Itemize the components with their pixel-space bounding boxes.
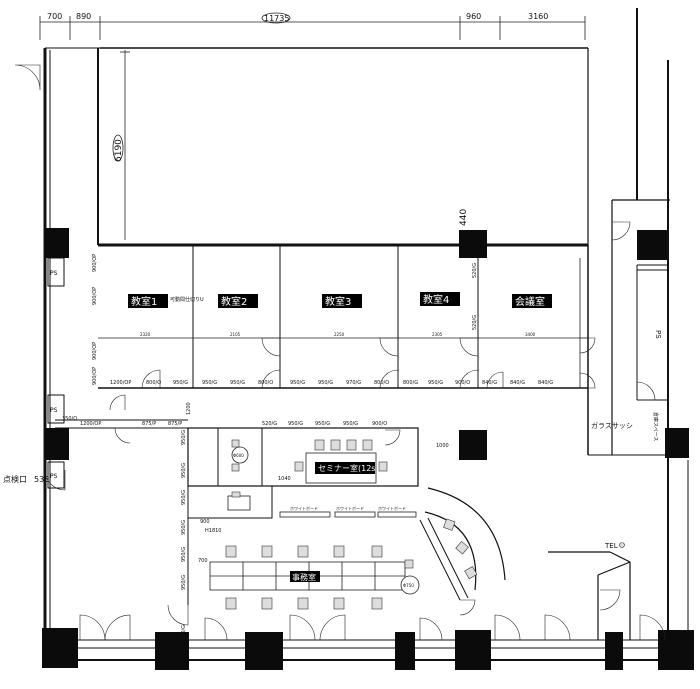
seminar-top-door-1: 520/G: [262, 421, 277, 427]
ps-label-2: PS: [50, 407, 58, 414]
right-labels: ガラスサッシ 倉庫スペース TEL: [591, 412, 659, 550]
seminar-top-door-4: 950/G: [343, 421, 358, 427]
door-label-14: 840/G: [482, 380, 497, 386]
corridor-door-labels: 350/O 1200/OP 875/P 875/P 1200: [62, 402, 192, 427]
columns: [42, 228, 694, 670]
v-door-6: 950/G: [181, 575, 187, 590]
room-side-2: 520/G: [472, 315, 478, 330]
right-room-label: 倉庫スペース: [652, 412, 659, 441]
width-2: 2105: [230, 332, 241, 337]
v-door-1: 950/G: [181, 430, 187, 445]
meeting-room-label: 会議室: [515, 295, 545, 308]
classroom-door-labels: 1200/OP 800/O 950/G 950/G 950/G 800/O 95…: [110, 380, 553, 386]
side-door-3: 900/OP: [92, 342, 98, 360]
dim-6190: 6190: [114, 139, 124, 162]
side-door-2: 900/OP: [92, 287, 98, 305]
vertical-door-labels: 950/G 950/G 950/G 950/G 950/G 950/G 350/…: [181, 430, 187, 640]
door-label-5: 950/G: [230, 380, 245, 386]
door-label-8: 950/G: [318, 380, 333, 386]
top-dimensions: 700 890 11735 960 3160: [39, 12, 586, 40]
walls: [43, 8, 690, 661]
room-side-1: 520/G: [472, 263, 478, 278]
door-label-4: 950/G: [202, 380, 217, 386]
classroom-3-label: 教室3: [325, 295, 351, 308]
width-4: 2305: [432, 332, 443, 337]
classroom-labels: 教室1 教室2 教室3 教室4 会議室 可動間仕切りU: [128, 292, 552, 308]
dim-3160: 3160: [528, 12, 548, 21]
side-door-4: 900/OP: [92, 367, 98, 385]
ps-label-3: PS: [50, 473, 58, 480]
classroom-1-label: 教室1: [131, 295, 157, 308]
corridor-door-1: 350/O: [62, 416, 77, 422]
whiteboard-2: ホワイトボード: [336, 505, 364, 511]
table-600-label: Φ600: [233, 453, 244, 458]
reception-counter: [424, 487, 506, 591]
corridor-door-4: 875/P: [168, 421, 182, 427]
v-door-4: 950/G: [181, 520, 187, 535]
door-label-1: 1200/OP: [110, 380, 131, 386]
door-label-9: 970/G: [346, 380, 361, 386]
side-door-1: 900/OP: [92, 254, 98, 272]
corridor-door-5: 1200: [186, 402, 192, 415]
ps-label-1: PS: [50, 270, 58, 277]
width-3: 2250: [334, 332, 345, 337]
door-label-6: 800/O: [258, 380, 273, 386]
seminar-top-door-2: 950/G: [288, 421, 303, 427]
door-label-10: 800/O: [374, 380, 389, 386]
glass-sash-label: ガラスサッシ: [591, 421, 633, 430]
inspection-port-label: 点検口: [3, 474, 27, 484]
door-label-2: 800/O: [146, 380, 161, 386]
dim-960: 960: [466, 12, 481, 21]
seminar-top-door-5: 900/O: [372, 421, 387, 427]
tel-label: TEL: [604, 542, 618, 550]
office-label: 事務室: [292, 572, 316, 582]
door-label-12: 950/G: [428, 380, 443, 386]
office: 事務室 Φ750 700: [187, 517, 469, 610]
small-room: 900 ホワイトボード ホワイトボード ホワイトボード H1810: [187, 485, 417, 534]
side-door-labels: 900/OP 900/OP 900/OP 900/OP 520/G 520/G: [92, 254, 478, 385]
seminar-room: セミナー室(12s) Φ600 520/G 950/G 950/G 950/G …: [187, 421, 449, 487]
v-door-3: 950/G: [181, 490, 187, 505]
width-5: 3400: [525, 332, 536, 337]
classroom-block: [98, 245, 588, 388]
vertical-dimension: 6190 440: [112, 50, 469, 240]
dim-890: 890: [76, 12, 91, 21]
door-label-13: 900/O: [455, 380, 470, 386]
movable-partition-label: 可動間仕切りU: [170, 296, 204, 303]
width-1: 2320: [140, 332, 151, 337]
dim-440: 440: [459, 209, 469, 226]
classroom-4-label: 教室4: [423, 293, 449, 306]
corridor-door-3: 875/P: [142, 421, 156, 427]
ps-label-4: PS: [654, 330, 662, 339]
v-door-2: 950/G: [181, 463, 187, 478]
door-swings: [14, 64, 666, 641]
classroom-2-label: 教室2: [221, 295, 247, 308]
whiteboard-3: ホワイトボード: [378, 505, 406, 511]
seminar-top-door-3: 950/G: [315, 421, 330, 427]
v-door-5: 950/G: [181, 547, 187, 562]
dim-700: 700: [47, 12, 62, 21]
seminar-dim-1000: 1000: [436, 443, 449, 449]
corridor-door-2: 1200/OP: [80, 421, 101, 427]
door-label-16: 840/G: [538, 380, 553, 386]
inspection-port: 点検口 530: [3, 474, 49, 484]
h1810-label: H1810: [205, 528, 221, 534]
v-door-7: 350/G: [181, 625, 187, 640]
door-label-15: 840/G: [510, 380, 525, 386]
door-label-7: 950/G: [290, 380, 305, 386]
table-750-label: Φ750: [403, 583, 414, 588]
door-label-11: 800/G: [403, 380, 418, 386]
inspection-offset: 530: [34, 475, 49, 484]
small-room-dim: 900: [200, 519, 210, 525]
dim-11735: 11735: [264, 14, 289, 23]
whiteboard-1: ホワイトボード: [290, 505, 318, 511]
office-dim-700: 700: [198, 558, 208, 564]
room-widths: 2320 2105 2250 2305 3400: [140, 332, 536, 337]
seminar-room-label: セミナー室(12s): [318, 463, 379, 473]
seminar-dim-1040: 1040: [278, 476, 291, 482]
door-label-3: 950/G: [173, 380, 188, 386]
